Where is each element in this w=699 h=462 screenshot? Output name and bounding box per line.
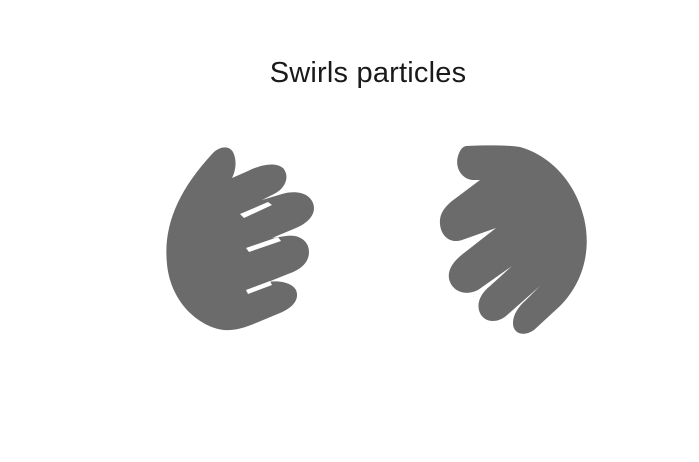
instruction-title: Swirls particles	[269, 57, 467, 89]
left-hand-finger-gap	[246, 237, 281, 252]
left-hand-icon	[166, 147, 314, 331]
left-hand-finger-gap	[246, 281, 272, 294]
right-hand-palm	[439, 145, 587, 334]
right-hand-icon	[439, 145, 587, 334]
left-hand-palm	[166, 147, 314, 331]
left-hand-finger-gap	[240, 202, 272, 218]
